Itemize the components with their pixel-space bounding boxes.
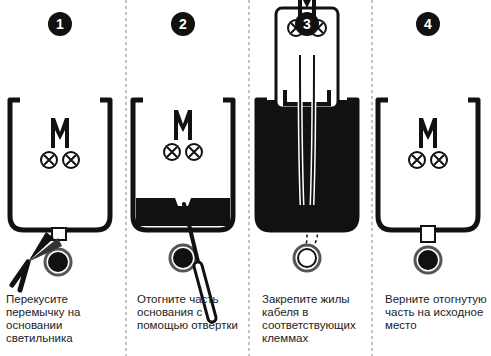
terminal-screw (186, 144, 202, 160)
cable-hole-inner (298, 249, 316, 267)
step-caption: Перекусите перемычку на основании светил… (6, 293, 110, 345)
callout-number: 4 (424, 17, 432, 31)
base-bottom (136, 198, 230, 226)
cable-hole (415, 247, 441, 273)
screw-cross (66, 155, 76, 165)
cable-hole-inner (419, 251, 437, 269)
callout-number: 1 (56, 17, 64, 31)
terminal-screw (431, 152, 447, 168)
terminal-screw (409, 152, 425, 168)
spring-contact (51, 118, 69, 148)
step-number: 1 (48, 12, 72, 36)
screw-cross (189, 147, 199, 157)
step-caption: Верните отогнутую часть на исходное мест… (385, 293, 489, 332)
cable-hole-inner (174, 249, 192, 267)
step-number: 2 (171, 12, 195, 36)
cable-hole (45, 249, 71, 275)
jumper-tab (52, 228, 66, 240)
separators (126, 0, 372, 356)
cable-hole-inner (49, 253, 67, 271)
screw-cross (44, 155, 54, 165)
cable-wires (300, 55, 314, 205)
step-caption: Отогните часть основания с помощью отвер… (137, 293, 241, 332)
cable-wires-core (300, 55, 314, 205)
screw-cross (167, 147, 177, 157)
terminal-screw (63, 152, 79, 168)
plier-jaw (28, 238, 62, 262)
cable-hole (294, 245, 320, 271)
terminal-screw (41, 152, 57, 168)
screwdriver-shaft (184, 204, 200, 270)
base-housing (378, 100, 478, 230)
spring-contact (419, 118, 437, 148)
callout-number: 3 (303, 17, 311, 31)
block-foot (285, 90, 329, 104)
terminal-screw (164, 144, 180, 160)
callout-number: 2 (179, 17, 187, 31)
spring-contact (174, 110, 192, 140)
step-number: 3 (295, 12, 319, 36)
base-housing (133, 100, 233, 230)
screw-cross (434, 155, 444, 165)
screw-cross (412, 155, 422, 165)
terminal-block (276, 8, 338, 108)
step-caption: Закрепите жилы кабеля в соответствующих … (262, 293, 366, 345)
jumper-tab (421, 226, 435, 242)
cable-hole (170, 245, 196, 271)
hidden-wires (302, 205, 317, 248)
base-housing (257, 100, 357, 230)
step-number: 4 (416, 12, 440, 36)
plier-handles (12, 262, 28, 290)
base-housing (10, 100, 110, 230)
